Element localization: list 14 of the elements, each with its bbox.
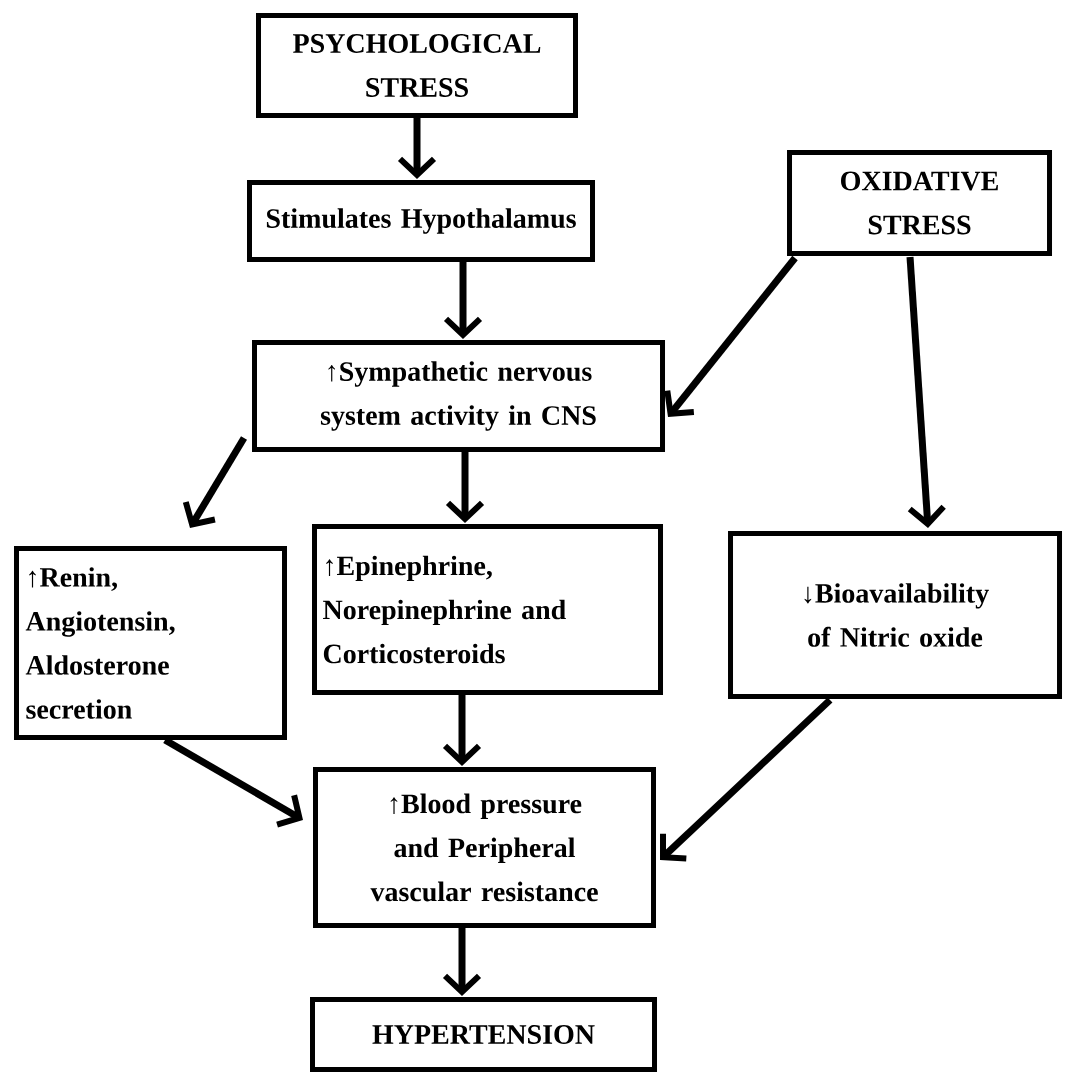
process-box: ↑Renin, Angiotensin, Aldosterone secretion xyxy=(14,546,287,740)
arrow xyxy=(182,436,247,528)
arrow xyxy=(660,697,833,862)
arrow xyxy=(906,256,946,528)
process-box: Stimulates Hypothalamus xyxy=(247,180,595,262)
process-box: ↑Epinephrine, Norepinephrine and Corticosteroids xyxy=(312,524,663,695)
process-box: OXIDATIVE STRESS xyxy=(787,150,1052,256)
arrow xyxy=(163,737,303,828)
arrow xyxy=(664,255,798,417)
process-box: ↓Bioavailability of Nitric oxide xyxy=(728,531,1062,699)
process-box: ↑Sympathetic nervous system activity in CNS xyxy=(252,340,665,452)
process-box: HYPERTENSION xyxy=(310,997,657,1072)
process-box: PSYCHOLOGICAL STRESS xyxy=(256,13,578,118)
process-box: ↑Blood pressure and Peripheral vascular resistance xyxy=(313,767,656,928)
